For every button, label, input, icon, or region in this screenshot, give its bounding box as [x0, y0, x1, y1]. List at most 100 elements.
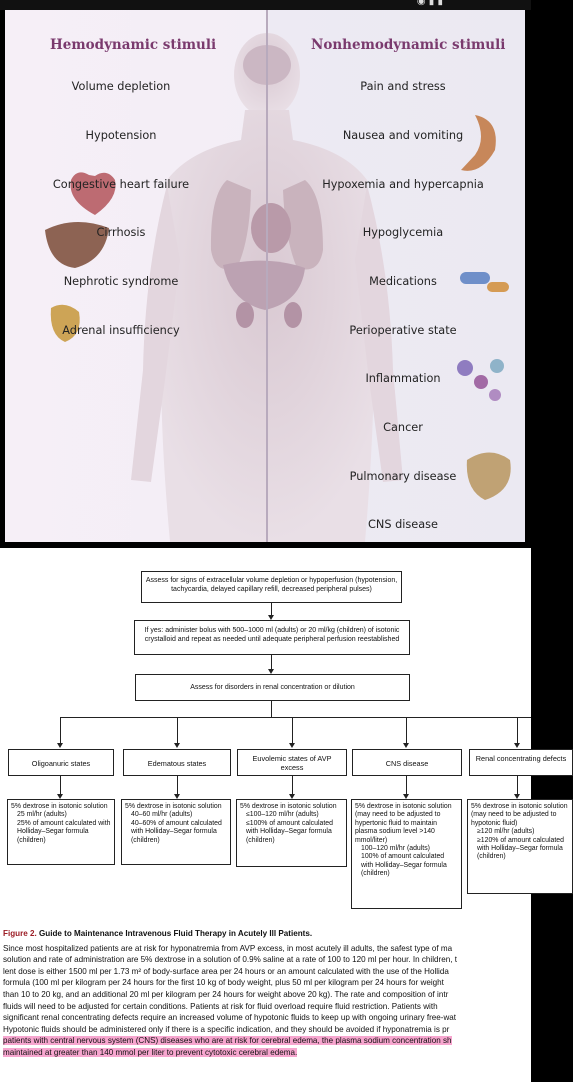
stimulus-label: Congestive heart failure [52, 178, 190, 191]
pill-icon [460, 272, 490, 284]
left-kidney-shape [236, 302, 254, 328]
state-renal: Renal concentrating defects [469, 749, 573, 776]
nonhemodynamic-title: Nonhemodynamic stimuli [311, 37, 506, 53]
stimulus-label: Volume depletion [71, 80, 171, 93]
arrow [514, 743, 520, 748]
caption-line: solution and rate of administration are … [3, 955, 457, 965]
heart-shape [251, 203, 291, 253]
connector [271, 603, 272, 616]
connector [271, 655, 272, 670]
stomach-icon [461, 115, 496, 171]
flow-step-assess-renal: Assess for disorders in renal concentrat… [135, 674, 410, 701]
highlighted-caption-line: maintained at greater than 140 mmol per … [3, 1047, 298, 1057]
connector [177, 717, 178, 744]
arrow [57, 743, 63, 748]
stimulus-label: Inflammation [365, 372, 441, 385]
state-oligoanuric: Oligoanuric states [8, 749, 114, 776]
treatment-edematous: 5% dextrose in isotonic solution 40–60 m… [121, 799, 231, 865]
left-arm-shape [131, 185, 180, 482]
treatment-adult-rate: ≤100–120 ml/hr (adults) [246, 811, 319, 819]
stimulus-label: Adrenal insufficiency [62, 324, 180, 337]
figure-title: Guide to Maintenance Intravenous Fluid T… [38, 929, 313, 938]
right-kidney-shape [284, 302, 302, 328]
treatment-adult-rate: 100–120 ml/hr (adults) [361, 845, 430, 853]
right-lung-shape [283, 180, 323, 270]
stimulus-label: Nephrotic syndrome [63, 275, 179, 288]
connector [177, 776, 178, 796]
caption-line: lent dose is either 1500 ml per 1.73 m² … [3, 966, 449, 976]
treatment-solution: 5% dextrose in isotonic solution [125, 803, 222, 810]
caption-line: fluids will need to be adjusted for cert… [3, 1001, 438, 1011]
connector [292, 717, 293, 744]
panel-divider [266, 10, 268, 542]
cell-icon-3 [490, 359, 504, 373]
status-bar: ◉ ▮ ▮ [0, 0, 531, 10]
connector [517, 717, 518, 744]
cell-icon-4 [489, 389, 501, 401]
liver-shape [223, 260, 305, 310]
treatment-solution: 5% dextrose in isotonic solution [240, 803, 337, 810]
treatment-child-rate: ≤100% of amount calculated with Holliday… [246, 819, 333, 844]
cell-icon-2 [474, 375, 488, 389]
left-lung-shape [210, 180, 251, 270]
treatment-solution: 5% dextrose in isotonic solution (may ne… [471, 803, 568, 827]
stimulus-label: CNS disease [367, 518, 439, 531]
arrow [289, 743, 295, 748]
connector [406, 776, 407, 796]
hemodynamic-title: Hemodynamic stimuli [50, 37, 217, 53]
heart-icon [70, 172, 116, 215]
treatment-child-rate: 25% of amount calculated with Holliday–S… [17, 819, 111, 844]
arrow [514, 794, 520, 799]
caption-line: significant renal concentrating defects … [3, 1013, 457, 1023]
treatment-adult-rate: 40–60 ml/hr (adults) [131, 811, 193, 819]
stimulus-label: Cancer [383, 421, 423, 434]
cell-icon [457, 360, 473, 376]
figure-document: Assess for signs of extracellular volume… [0, 548, 573, 1082]
stimulus-label: Cirrhosis [96, 226, 146, 239]
state-cns: CNS disease [352, 749, 462, 776]
treatment-child-rate: ≥120% of amount calculated with Holliday… [477, 836, 564, 861]
treatment-solution: 5% dextrose in isotonic solution [11, 803, 108, 810]
adrenal-icon [50, 304, 80, 342]
caption-line: Since most hospitalized patients are at … [3, 943, 453, 953]
caption-line: formula (100 ml per kilogram per 24 hour… [3, 978, 444, 988]
connector [271, 701, 272, 717]
figure-label: Figure 2. [3, 929, 37, 938]
stimulus-label: Nausea and vomiting [342, 129, 464, 142]
treatment-cns: 5% dextrose in isotonic solution (may ne… [351, 799, 462, 909]
highlighted-caption-line: patients with central nervous system (CN… [3, 1036, 452, 1046]
status-icons: ◉ ▮ ▮ [416, 0, 443, 7]
treatment-child-rate: 40–60% of amount calculated with Hollida… [131, 819, 222, 844]
arrow [174, 743, 180, 748]
stimulus-label: Hypotension [85, 129, 157, 142]
arrow [174, 794, 180, 799]
flow-step-bolus: If yes: administer bolus with 500–1000 m… [134, 620, 410, 655]
connector [292, 776, 293, 796]
flow-step-assess-volume: Assess for signs of extracellular volume… [141, 571, 402, 603]
arrow [268, 669, 274, 674]
stimulus-label: Pulmonary disease [349, 470, 457, 483]
caption-line: Hypotonic fluids should be administered … [3, 1024, 450, 1034]
arrow [403, 794, 409, 799]
arrow [57, 794, 63, 799]
pill-icon-2 [487, 282, 509, 292]
stimulus-label: Pain and stress [360, 80, 446, 93]
treatment-child-rate: 100% of amount calculated with Holliday–… [361, 853, 447, 878]
figure-caption: Figure 2. Guide to Maintenance Intraveno… [3, 928, 563, 1059]
treatment-solution: 5% dextrose in isotonic solution (may ne… [355, 803, 452, 844]
connector [517, 776, 518, 796]
liver-icon [45, 221, 109, 268]
stimulus-label: Perioperative state [349, 324, 457, 337]
arrow [268, 615, 274, 620]
treatment-renal: 5% dextrose in isotonic solution (may ne… [467, 799, 573, 894]
treatment-euvolemic: 5% dextrose in isotonic solution ≤100–12… [236, 799, 347, 867]
connector [60, 717, 61, 744]
treatment-oligoanuric: 5% dextrose in isotonic solution 25 ml/h… [7, 799, 115, 865]
caption-line: than 10 to 20 kg, and an additional 20 m… [3, 989, 449, 999]
state-euvolemic: Euvolemic states of AVP excess [237, 749, 347, 776]
stimulus-label: Hypoglycemia [362, 226, 444, 239]
arrow [289, 794, 295, 799]
lung-tissue-icon [466, 452, 511, 500]
stimulus-label: Hypoxemia and hypercapnia [322, 178, 484, 191]
treatment-adult-rate: 25 ml/hr (adults) [17, 811, 67, 819]
